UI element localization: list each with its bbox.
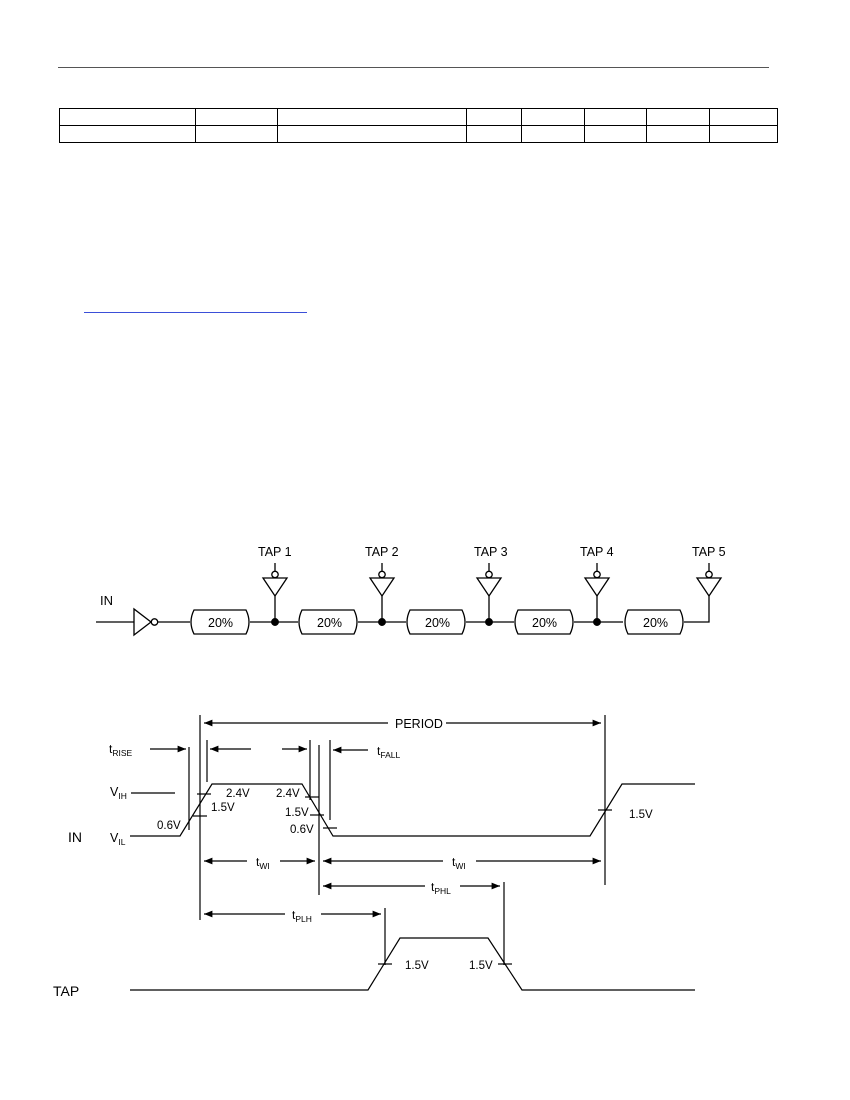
tap-fall-15v-label: 1.5V — [469, 960, 493, 972]
tap4-buffer-icon: TAP 4 — [580, 545, 614, 622]
tap2-buffer-icon: TAP 2 — [365, 545, 399, 622]
tap5-buffer-icon: TAP 5 — [692, 545, 726, 598]
t-phl-label: tPHL — [431, 880, 451, 896]
signal-tap-label: TAP — [53, 983, 79, 999]
delay-segment: 20% — [190, 609, 250, 635]
t-rise-label: tRISE — [109, 742, 133, 758]
rise-24v-label: 2.4V — [226, 788, 250, 800]
delay-chain: IN 20% 20% 20% 20% — [96, 545, 726, 637]
delay-segment: 20% — [406, 609, 466, 635]
tap-rise-15v-label: 1.5V — [405, 960, 429, 972]
t-plh-arrow: tPLH — [204, 908, 381, 924]
hyperlink-underline[interactable] — [84, 312, 307, 313]
svg-text:20%: 20% — [425, 616, 450, 630]
t-wi-1-arrow: tWI — [204, 855, 315, 871]
tap4-label: TAP 4 — [580, 545, 614, 559]
t-fall-marker: tFALL — [333, 744, 400, 760]
rise-06v-label: 0.6V — [157, 820, 181, 832]
tap-waveform — [130, 937, 695, 991]
v-ih-label: VIH — [110, 785, 127, 801]
t-wi-2-label: tWI — [452, 855, 466, 871]
tap3-label: TAP 3 — [474, 545, 508, 559]
table-row — [59, 125, 778, 143]
delay-segment: 20% — [514, 609, 574, 635]
chain-input-label: IN — [100, 593, 113, 608]
t-rise-marker: tRISE — [109, 742, 186, 758]
period-label: PERIOD — [395, 717, 443, 731]
in-waveform — [130, 783, 695, 837]
next-rise-15v-label: 1.5V — [629, 809, 653, 821]
input-inverter-icon — [133, 607, 159, 637]
delay-segment: 20% — [298, 609, 358, 635]
rise-15v-label: 1.5V — [211, 802, 235, 814]
svg-text:20%: 20% — [643, 616, 668, 630]
t-wi-1-label: tWI — [256, 855, 270, 871]
delay-segment: 20% — [624, 609, 684, 635]
period-arrow: PERIOD — [204, 717, 601, 731]
t-fall-label: tFALL — [377, 744, 400, 760]
tap2-label: TAP 2 — [365, 545, 399, 559]
t-plh-label: tPLH — [292, 908, 312, 924]
table-cell — [709, 125, 778, 143]
svg-text:20%: 20% — [208, 616, 233, 630]
fall-15v-label: 1.5V — [285, 807, 309, 819]
svg-text:20%: 20% — [532, 616, 557, 630]
fall-24v-label: 2.4V — [276, 788, 300, 800]
spec-table — [59, 108, 778, 143]
t-phl-arrow: tPHL — [323, 880, 500, 896]
table-row — [59, 108, 778, 126]
signal-in-label: IN — [68, 829, 82, 845]
svg-text:20%: 20% — [317, 616, 342, 630]
tap1-label: TAP 1 — [258, 545, 292, 559]
t-wi-2-arrow: tWI — [323, 855, 601, 871]
tap3-buffer-icon: TAP 3 — [474, 545, 508, 622]
timing-diagram: PERIOD tRISE tFALL VIH VIL IN 0.6V 2 — [53, 715, 695, 999]
tap5-label: TAP 5 — [692, 545, 726, 559]
tap1-buffer-icon: TAP 1 — [258, 545, 292, 622]
header-rule — [58, 67, 769, 68]
fall-06v-label: 0.6V — [290, 824, 314, 836]
v-il-label: VIL — [110, 831, 126, 847]
